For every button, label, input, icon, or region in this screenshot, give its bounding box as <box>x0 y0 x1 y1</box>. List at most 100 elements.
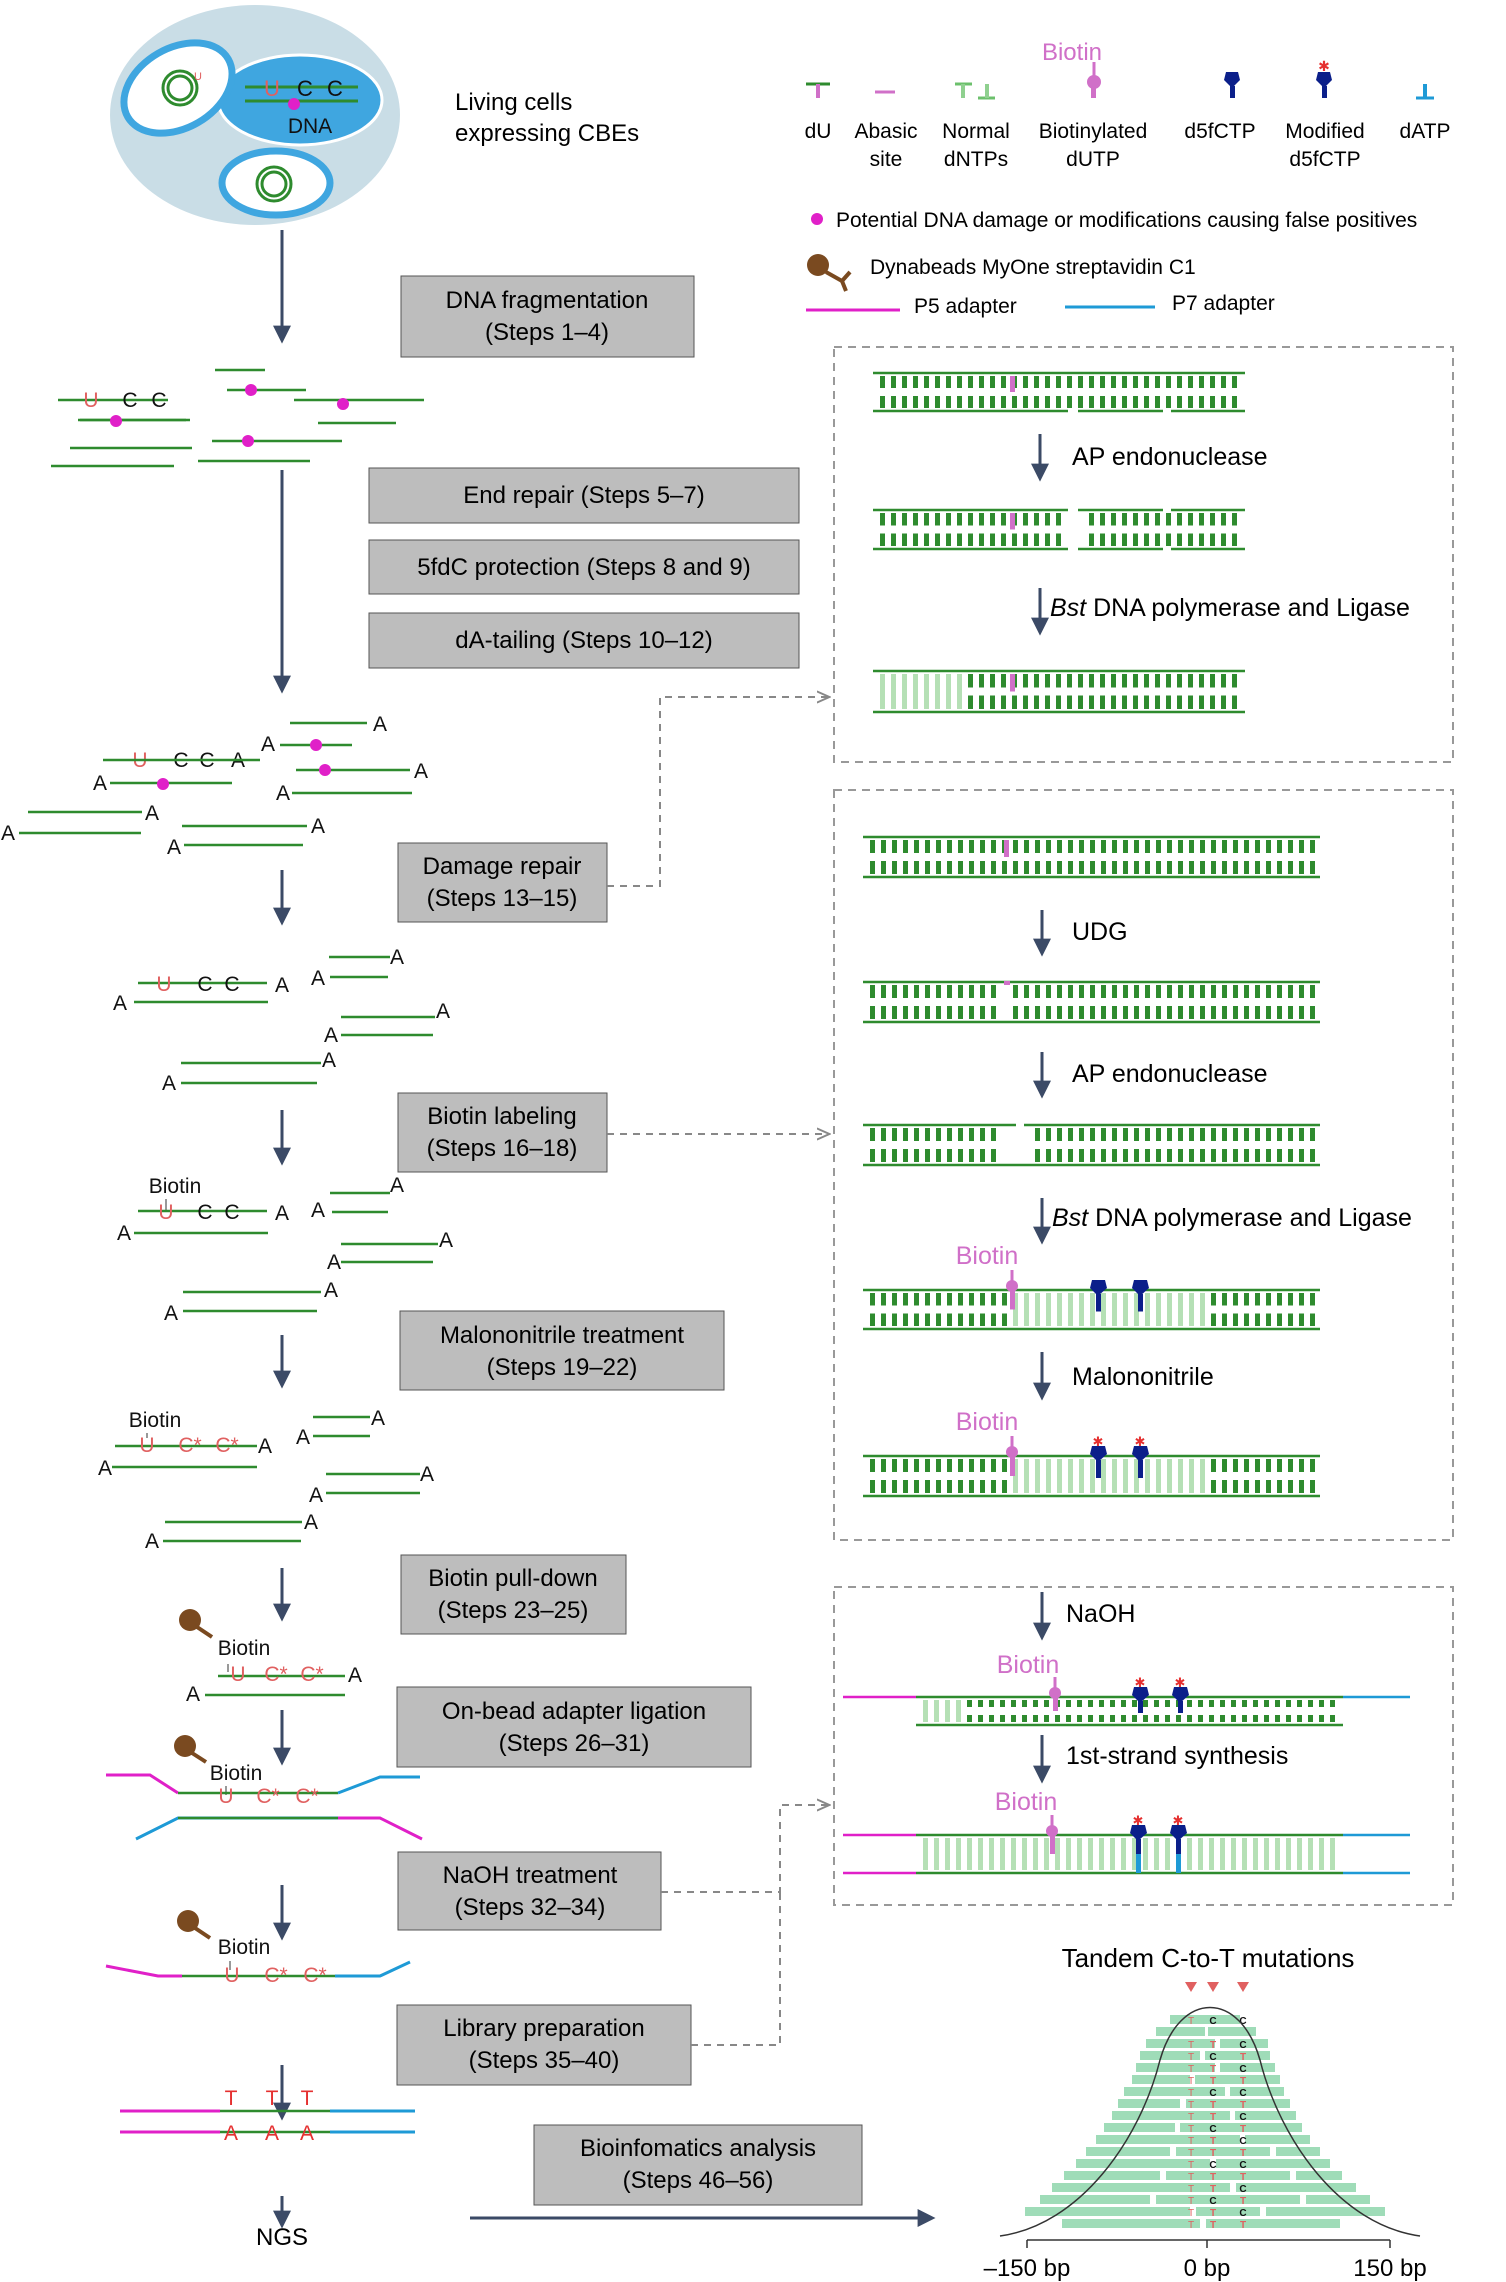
base-pair <box>924 674 929 709</box>
nucleus-c1: C <box>297 76 313 101</box>
base-pair-gap <box>1134 998 1139 1006</box>
base-pair-gap <box>1166 687 1171 696</box>
read-bar <box>1208 2027 1256 2036</box>
base-pair-gap <box>1067 388 1072 396</box>
base-pair <box>1319 1838 1324 1870</box>
base-label: 407 <box>73 0 108 5</box>
base-pair-gap <box>935 388 940 396</box>
damage-dot <box>337 398 349 410</box>
read-t: T <box>1188 2196 1194 2207</box>
read-letter: T <box>1240 2172 1246 2183</box>
read-bar <box>1216 2159 1330 2168</box>
base-pair-gap <box>1046 1141 1051 1149</box>
read-letter: C <box>1209 2016 1216 2027</box>
base-pair <box>957 674 962 709</box>
read-bar <box>1166 2171 1290 2180</box>
datp-icon <box>1416 84 1434 100</box>
base-pair-gap <box>1277 998 1282 1006</box>
read-letter: C <box>1209 2088 1216 2099</box>
abasic-mark <box>1004 981 1010 985</box>
base-pair <box>1165 1838 1170 1870</box>
read-bar <box>1186 2099 1290 2108</box>
base-pair-gap <box>1079 1141 1084 1149</box>
base-pair-gap <box>1101 1141 1106 1149</box>
adenine-label: A <box>145 1530 159 1553</box>
panel-naoh-first-strand <box>833 1586 1454 1906</box>
base-pair-gap <box>1188 525 1193 534</box>
base-pair-gap <box>1288 998 1293 1006</box>
base-pair-gap <box>1001 687 1006 696</box>
base-pair-gap <box>1056 388 1061 396</box>
read-letter: C <box>1209 2196 1216 2207</box>
base-pair-gap <box>1299 1141 1304 1149</box>
read-bar <box>1118 2099 1180 2108</box>
base-pair-gap <box>947 1305 952 1314</box>
base-pair-gap <box>1308 1707 1313 1715</box>
read-bar <box>1132 2075 1190 2084</box>
base-pair-gap <box>1090 998 1095 1006</box>
bead-linker <box>190 1751 208 1764</box>
base-pair-gap <box>1200 853 1205 861</box>
base-pair-gap <box>967 1707 972 1715</box>
damage-dot <box>288 98 300 110</box>
base-pair-gap <box>1145 853 1150 861</box>
svg-text:d5fCTP: d5fCTP <box>1289 148 1360 171</box>
base-pair-gap <box>1034 687 1039 696</box>
base-pair <box>1024 1459 1029 1493</box>
base-pair-gap <box>1123 998 1128 1006</box>
base-pair <box>956 1700 961 1722</box>
base-pair <box>1112 1459 1117 1493</box>
read-bar <box>1245 2135 1310 2144</box>
base-pair-gap <box>1035 853 1040 861</box>
read-t: T <box>1188 2220 1194 2231</box>
base-pair-gap <box>980 1141 985 1149</box>
read-letter: C <box>1239 2040 1246 2051</box>
d5fctp <box>1172 1687 1189 1703</box>
base-pair-gap <box>925 853 930 861</box>
base-pair <box>1022 1838 1027 1870</box>
base-pair <box>1055 1838 1060 1870</box>
d5fctp <box>1132 1280 1149 1296</box>
svg-text:On-bead adapter ligation: On-bead adapter ligation <box>442 1698 706 1725</box>
read-letter: C <box>1209 2160 1216 2171</box>
base-pair-gap <box>1110 1707 1115 1715</box>
read-bar <box>1156 2027 1205 2036</box>
read-bar <box>1112 2111 1230 2120</box>
base-pair-gap <box>892 998 897 1006</box>
base-pair-gap <box>1299 1472 1304 1480</box>
base-pair-gap <box>1266 1141 1271 1149</box>
step-biotin-pull-down: Biotin pull-down (Steps 23–25) <box>400 1554 627 1635</box>
du-mark <box>1004 840 1009 857</box>
base-pair-gap <box>968 388 973 396</box>
ladder-p2-2 <box>863 980 1320 1024</box>
base-pair-gap <box>1122 687 1127 696</box>
p2-ap-label: AP endonuclease <box>1072 1060 1268 1088</box>
base-pair-gap <box>1288 1305 1293 1314</box>
c-label: C <box>151 389 166 412</box>
base-pair <box>1057 1459 1062 1493</box>
p2-biotin-label-1: Biotin <box>956 1242 1019 1270</box>
base-pair-gap <box>1310 1305 1315 1314</box>
base-pair <box>902 674 907 709</box>
step-bioinformatics-analysis: Bioinfomatics analysis (Steps 46–56) <box>533 2124 863 2206</box>
base-pair-gap <box>913 388 918 396</box>
adenine-label: A <box>98 1457 112 1480</box>
base-pair <box>1046 1293 1051 1326</box>
read-t: T <box>1188 2172 1194 2183</box>
d5fctp <box>1090 1446 1107 1462</box>
nucleus-dna-label: DNA <box>288 115 332 138</box>
svg-text:(Steps 23–25): (Steps 23–25) <box>438 1597 589 1624</box>
base-pair-gap <box>1310 853 1315 861</box>
base-pair-gap <box>1165 1707 1170 1715</box>
read-letter: C <box>1209 2052 1216 2063</box>
base-pair <box>945 1838 950 1870</box>
base-pair-gap <box>925 1472 930 1480</box>
base-pair <box>1154 1838 1159 1870</box>
ladder-p2-5: ✱✱ <box>863 1434 1320 1498</box>
read-bar <box>1235 2111 1296 2120</box>
svg-text:Damage repair: Damage repair <box>423 853 582 880</box>
adenine-label: A <box>304 1511 318 1534</box>
c-label: C <box>122 389 137 412</box>
